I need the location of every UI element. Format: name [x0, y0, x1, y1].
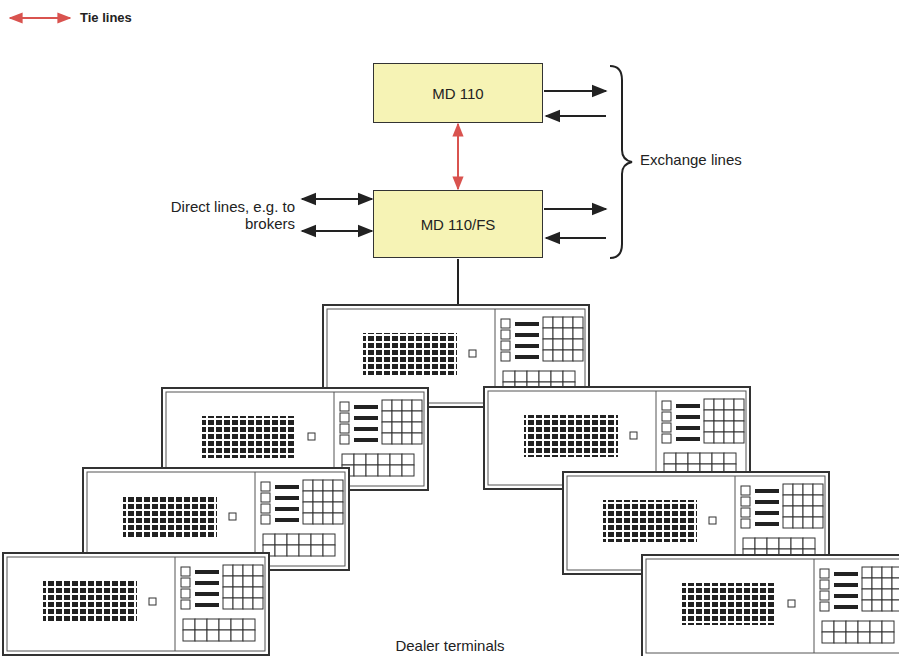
- exchange-line-arrows: [302, 91, 606, 306]
- annotation: Dealer terminals: [380, 637, 520, 654]
- tie-line: [457, 124, 459, 189]
- annotation: Exchange lines: [640, 151, 780, 168]
- exchange-box: MD 110/FS: [373, 190, 543, 258]
- exchange-box: MD 110: [373, 63, 543, 123]
- box-label: MD 110/FS: [421, 216, 496, 233]
- brace: [610, 66, 632, 258]
- dealer-terminals: [3, 305, 899, 656]
- legend-sample: [10, 17, 70, 19]
- legend-text: Tie lines: [80, 10, 132, 25]
- box-label: MD 110: [432, 85, 483, 102]
- annotation: Direct lines, e.g. to brokers: [160, 198, 295, 232]
